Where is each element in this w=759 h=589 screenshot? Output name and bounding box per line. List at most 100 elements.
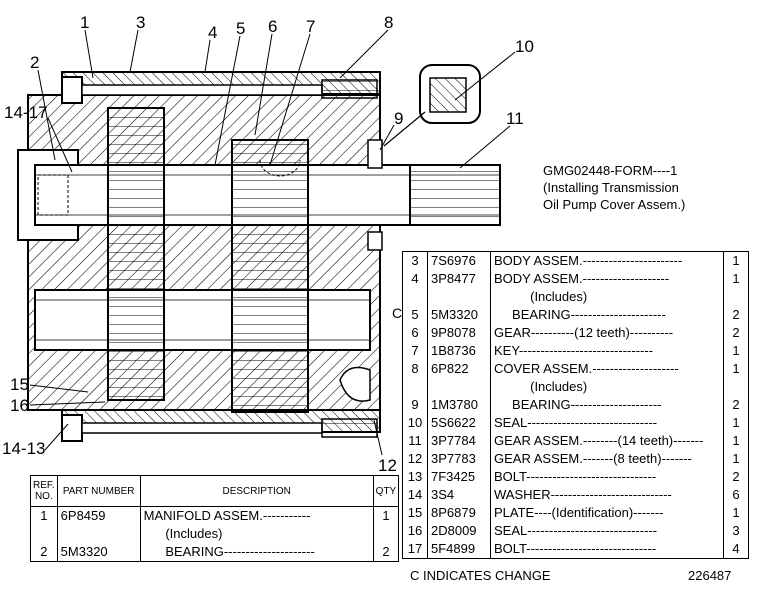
left-gear [107, 107, 165, 401]
qty-cell: 1 [732, 343, 740, 358]
bottom-bolt [61, 414, 378, 442]
ref-cell: 7 [402, 342, 428, 360]
part-number-cell: 7S6976 [427, 251, 491, 270]
ref-cell: 8 [402, 360, 428, 378]
form-line-2: (Installing Transmission [543, 180, 679, 195]
part-number-cell [57, 525, 141, 543]
qty-cell: 6 [732, 487, 740, 502]
form-line-3: Oil Pump Cover Assem.) [543, 197, 686, 212]
qty-cell [724, 378, 749, 396]
cover-seal [339, 139, 383, 402]
seal-detail-view [383, 64, 481, 147]
part-number-cell: 3P8477 [427, 270, 491, 288]
part-number-cell: 5M3320 [57, 543, 141, 562]
part-number-cell: 3S4 [427, 486, 491, 504]
part-number-cell: 7F3425 [427, 468, 491, 486]
part-number-cell: 1M3780 [427, 396, 491, 414]
qty-cell: 3 [732, 523, 740, 538]
part-number-cell: 6P8459 [57, 506, 141, 525]
qty-cell: 1 [732, 415, 740, 430]
ref-cell: 14 [402, 486, 428, 504]
qty-cell: 1 [732, 505, 740, 520]
right-gear [231, 139, 309, 413]
callout-8: 8 [384, 13, 394, 32]
ref-cell: 13 [402, 468, 428, 486]
qty-cell: 2 [732, 397, 740, 412]
callout-2: 2 [30, 53, 40, 72]
callout-14-17: 14-17 [4, 103, 48, 122]
ref-cell: 4 [402, 270, 428, 288]
ref-cell: 10 [402, 414, 428, 432]
description-cell: BEARING--------------------- [490, 396, 724, 414]
lower-shaft [34, 289, 371, 351]
part-number-cell: 5F4899 [427, 540, 491, 559]
callout-10: 10 [515, 37, 534, 56]
part-number-cell: 8P6879 [427, 504, 491, 522]
qty-cell [724, 288, 749, 306]
header-ref-no: REF. NO. [30, 475, 58, 507]
callout-3: 3 [136, 13, 146, 32]
header-part-number: PART NUMBER [57, 475, 141, 507]
callout-14-13: 14-13 [2, 439, 46, 458]
ref-cell: 6 [402, 324, 428, 342]
qty-cell: 1 [732, 361, 740, 376]
ref-cell: 9 [402, 396, 428, 414]
callout-9: 9 [394, 109, 404, 128]
ref-cell: 5 [402, 306, 428, 324]
qty-cell: 2 [732, 325, 740, 340]
qty-cell: 1 [732, 433, 740, 448]
description-cell: BODY ASSEM.-------------------- [490, 270, 724, 288]
callout-4: 4 [208, 23, 218, 42]
callout-11: 11 [506, 109, 524, 128]
description-cell: BEARING--------------------- [140, 543, 374, 562]
description-cell: KEY------------------------------- [490, 342, 724, 360]
ref-cell [30, 525, 58, 543]
description-cell: MANIFOLD ASSEM.----------- [140, 506, 374, 525]
qty-cell: 1 [382, 508, 390, 523]
ref-cell: 12 [402, 450, 428, 468]
ref-cell [402, 378, 428, 396]
leader-lines [29, 29, 516, 456]
description-cell: BEARING---------------------- [490, 306, 724, 324]
part-number-cell [427, 378, 491, 396]
callout-15: 15 [10, 375, 29, 394]
qty-cell: 1 [732, 451, 740, 466]
part-number-cell: 6P822 [427, 360, 491, 378]
callout-16: 16 [10, 396, 29, 415]
part-number-cell: 9P8078 [427, 324, 491, 342]
ref-cell: 11 [402, 432, 428, 450]
form-line-1: GMG02448-FORM----1 [543, 163, 678, 178]
qty-cell: 2 [732, 469, 740, 484]
header-qty: QTY [373, 475, 399, 507]
ref-cell: 3 [402, 251, 428, 270]
ref-cell: 2 [30, 543, 58, 562]
part-number-cell: 3P7783 [427, 450, 491, 468]
description-cell: PLATE----(Identification)------- [490, 504, 724, 522]
ref-cell: 1 [30, 506, 58, 525]
change-note: C INDICATES CHANGE [410, 568, 551, 583]
ref-cell: 16 [402, 522, 428, 540]
table-row: (Includes) [402, 378, 749, 396]
qty-cell [373, 525, 399, 543]
change-marker: C [392, 305, 403, 321]
callout-6: 6 [268, 17, 278, 36]
qty-cell: 1 [732, 253, 740, 268]
qty-cell: 2 [382, 544, 390, 559]
